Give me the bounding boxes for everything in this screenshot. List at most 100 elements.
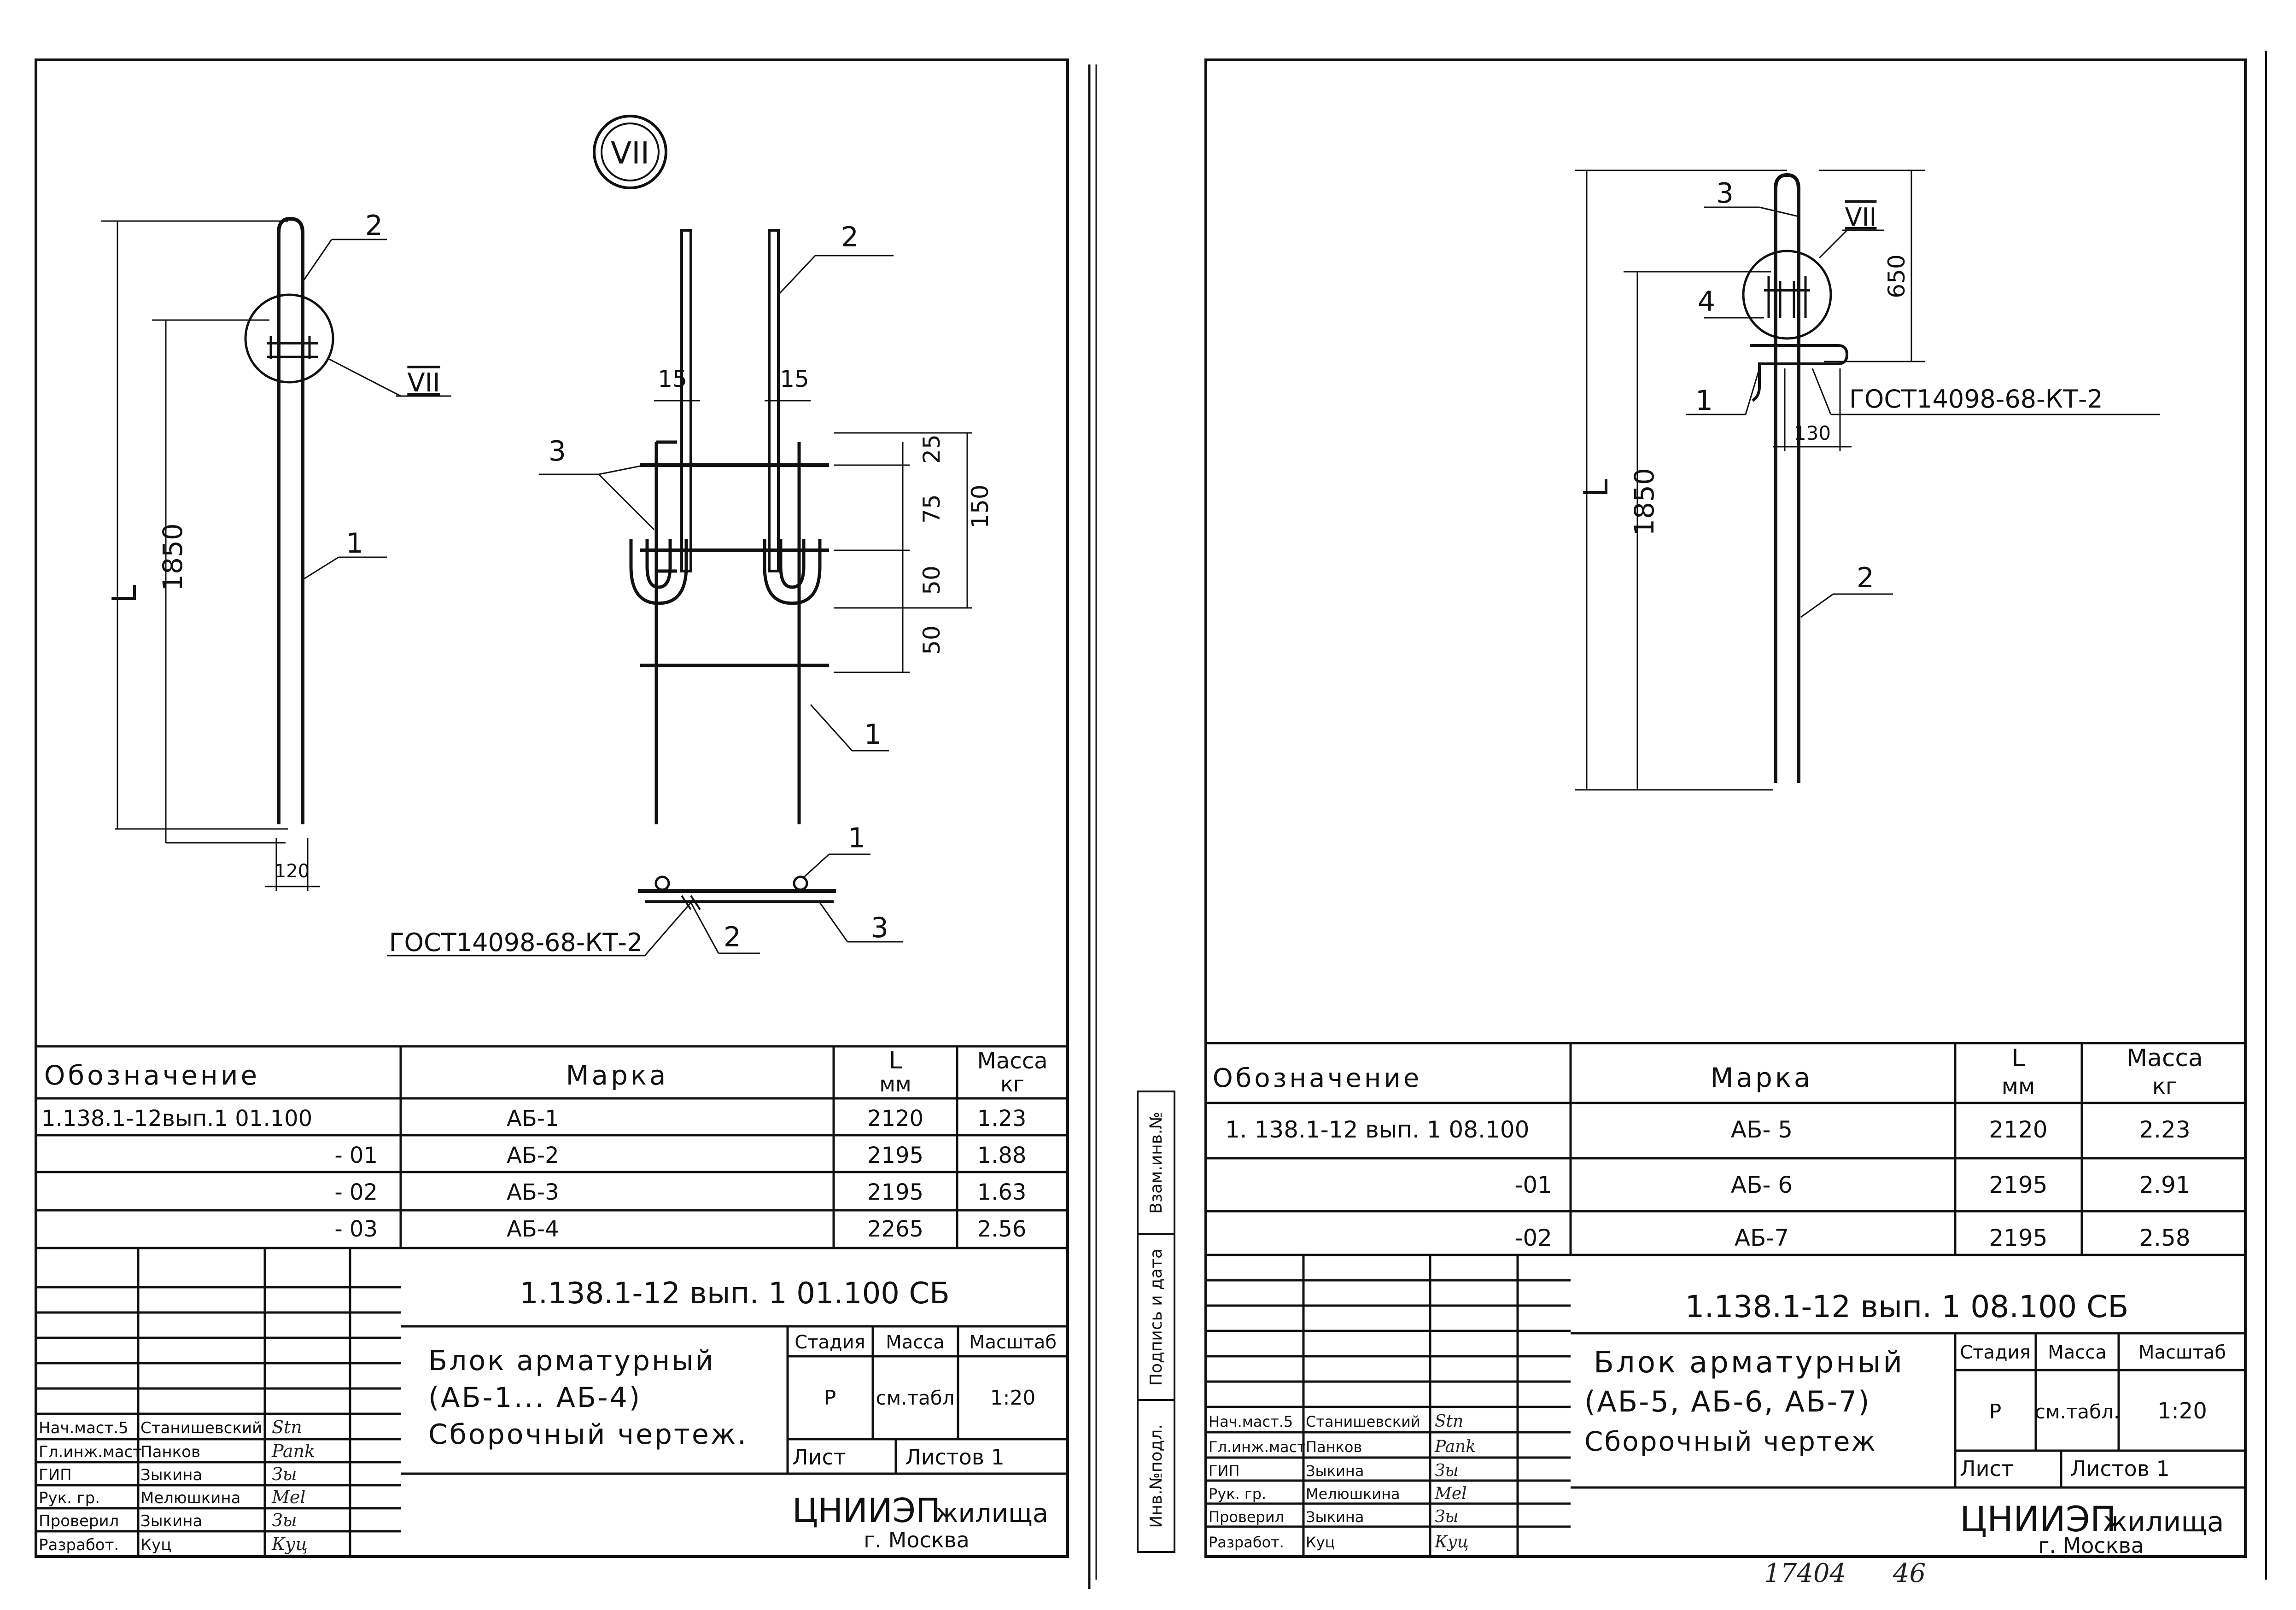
row-designation: - 03 [334,1216,378,1242]
staff-role: Гл.инж.маст [39,1443,142,1461]
hdr-length-unit-right: мм [2002,1073,2035,1099]
stage-header-right: Стадия [1960,1342,2030,1363]
row-designation: -01 [1514,1172,1552,1198]
right-title-block: 1.138.1-12 вып. 1 08.100 СБ Блок арматур… [1206,1255,2245,1558]
staff-row: ГИП Зыкина Зы [39,1464,297,1484]
staff-role: Проверил [1209,1508,1284,1526]
scale-value: 1:20 [990,1386,1036,1410]
hdr-mark: Марка [566,1060,669,1091]
mass-header-right: Масса [2048,1342,2107,1363]
callout-3: 3 [549,435,566,467]
staff-role: Нач.маст.5 [39,1419,129,1437]
table-row: 1. 138.1-12 вып. 1 08.100 АБ- 5 2120 2.2… [1225,1116,2191,1143]
table-row: - 02 АБ-3 2195 1.63 [334,1179,1026,1205]
scale-value-right: 1:20 [2157,1398,2207,1424]
right-elevation-view: 3 VII 4 1 2 650 130 1850 L ГОСТ14098-68-… [1575,169,2160,791]
dim-50-top: 50 [918,566,945,595]
left-detail-view: 15 15 25 75 50 50 150 3 2 1 [539,221,993,824]
row-mass: 2.58 [2139,1225,2190,1251]
staff-name: Панков [140,1443,200,1461]
staff-signature: Mel [1434,1484,1467,1503]
dim-1850-right: 1850 [1629,468,1660,536]
hdr-mark-right: Марка [1711,1062,1813,1093]
staff-row: Проверил Зыкина Зы [1209,1507,1459,1526]
stage-header: Стадия [795,1332,865,1353]
title-line-2-right: (АБ-5, АБ-6, АБ-7) [1584,1385,1871,1418]
org-city-right: г. Москва [2038,1533,2144,1558]
sheet-label-right: Лист [1960,1456,2014,1481]
scale-header: Масштаб [969,1332,1057,1353]
staff-row: Рук. гр. Мелюшкина Mel [39,1487,306,1507]
row-mark: АБ-2 [507,1143,559,1168]
doc-code: 1.138.1-12 вып. 1 01.100 СБ [520,1277,950,1311]
left-elevation-view: L 1850 120 2 1 VII [101,210,451,891]
staff-signature: Pank [271,1441,315,1461]
title-line-1-right: Блок арматурный [1594,1346,1905,1380]
staff-signature: Куц [1434,1533,1469,1552]
callout-2: 2 [365,210,383,242]
row-length: 2195 [1989,1225,2047,1251]
staff-row: Гл.инж.маст Панков Pank [1209,1437,1476,1456]
weld-note-right: ГОСТ14098-68-КТ-2 [1849,385,2103,414]
org-suffix: жилища [935,1499,1048,1528]
title-line-3-right: Сборочный чертеж [1584,1426,1877,1457]
callout-2-section: 2 [724,921,741,953]
row-designation: 1. 138.1-12 вып. 1 08.100 [1225,1116,1529,1143]
sheet-label: Лист [792,1445,846,1470]
hdr-mass-unit: кг [1000,1072,1024,1097]
detail-marker-label: VII [611,135,649,171]
dim-15-right: 15 [780,366,809,392]
weld-note: ГОСТ14098-68-КТ-2 [389,928,643,957]
table-row: -02 АБ-7 2195 2.58 [1514,1225,2190,1251]
callout-vii: VII [407,368,440,398]
staff-row: Нач.маст.5 Станишевский Stn [39,1417,302,1437]
hdr-designation: Обозначение [44,1060,260,1091]
dim-50-bottom: 50 [918,625,945,655]
staff-role: Разработ. [1209,1534,1284,1551]
right-spec-table: Обозначение Марка L мм Масса кг 1. 138.1… [1206,1042,2245,1256]
title-line-1: Блок арматурный [428,1345,715,1377]
row-mass: 2.91 [2139,1172,2190,1198]
row-length: 2195 [867,1179,923,1205]
row-length: 2120 [867,1106,923,1132]
hdr-mass-top: Масса [977,1048,1047,1074]
staff-name: Мелюшкина [1306,1485,1400,1503]
stage-value: Р [824,1386,836,1410]
sheets-label: Листов 1 [905,1445,1005,1470]
staff-signature: Куц [271,1534,308,1554]
staff-name: Станишевский [1306,1413,1420,1430]
staff-signature: Stn [272,1417,302,1437]
staff-signature: Зы [1435,1461,1459,1480]
org-city: г. Москва [864,1528,970,1552]
org-name: ЦНИИЭП [792,1491,941,1530]
staff-row: Проверил Зыкина Зы [39,1510,297,1530]
staff-row: Разработ. Куц Куц [1209,1533,1469,1552]
dim-75: 75 [918,494,945,524]
row-designation: - 01 [334,1143,378,1168]
staff-role: Рук. гр. [1209,1485,1266,1503]
org-name-right: ЦНИИЭП [1960,1499,2116,1540]
dim-L: L [105,585,144,603]
staff-row: Рук. гр. Мелюшкина Mel [1209,1484,1467,1503]
row-mark: АБ-4 [507,1216,559,1242]
detail-marker-vii: VII [593,115,667,189]
staff-role: Разработ. [39,1536,119,1554]
row-mark: АБ- 6 [1731,1172,1793,1198]
row-mass: 2.23 [2139,1116,2190,1143]
staff-row: Нач.маст.5 Станишевский Stn [1209,1412,1463,1431]
dim-150: 150 [967,484,993,528]
mass-value: см.табл [876,1387,954,1409]
staff-name: Мелюшкина [140,1489,240,1507]
staff-name: Зыкина [140,1512,202,1530]
table-row: -01 АБ- 6 2195 2.91 [1514,1172,2190,1198]
staff-role: Гл.инж.маст [1209,1438,1306,1456]
staff-name: Зыкина [140,1466,202,1484]
callout-3-section: 3 [871,912,888,944]
table-row: 1.138.1-12вып.1 01.100 АБ-1 2120 1.23 [41,1106,1026,1132]
left-section-view: ГОСТ14098-68-КТ-2 1 2 3 [387,822,903,957]
dim-650: 650 [1883,254,1910,298]
hdr-mass-unit-right: кг [2152,1073,2177,1099]
staff-signature: Зы [272,1464,297,1484]
callout-2-detail: 2 [841,221,859,253]
org-suffix-right: жилища [2103,1506,2224,1538]
